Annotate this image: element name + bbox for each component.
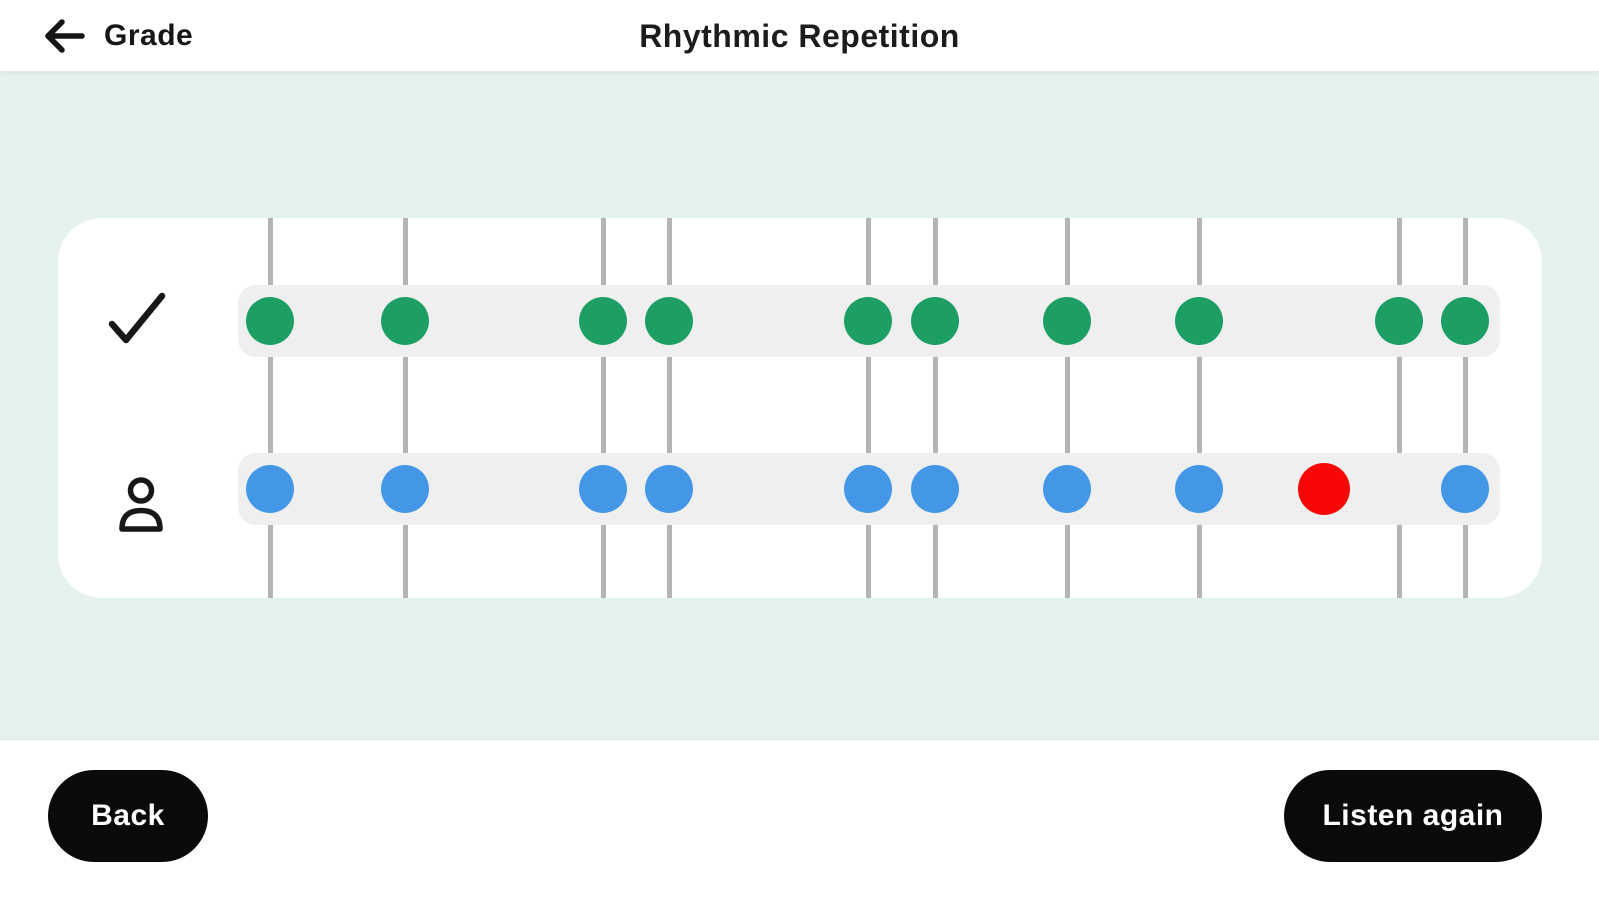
user-tap-dot [579,465,627,513]
page-title: Rhythmic Repetition [639,17,960,54]
target-beat-dot [246,297,294,345]
target-beat-dot [1043,297,1091,345]
beat-line [600,218,606,598]
beat-line [267,218,273,598]
user-tap-dot [1043,465,1091,513]
beat-line [865,218,871,598]
listen-again-button[interactable]: Listen again [1284,770,1542,862]
beat-line [666,218,672,598]
beat-line [1064,218,1070,598]
back-nav-label[interactable]: Grade [104,19,194,52]
user-tap-dot [911,465,959,513]
beat-line [1462,218,1468,598]
target-beat-dot [579,297,627,345]
header-bar: Grade Rhythmic Repetition [0,0,1599,72]
beat-line [932,218,938,598]
exercise-stage [0,72,1599,740]
back-button[interactable]: Back [48,770,208,862]
user-tap-dot [1441,465,1489,513]
target-beat-dot [1175,297,1223,345]
user-tap-dot-incorrect [1298,463,1350,515]
footer-bar: Back Listen again [0,740,1599,900]
target-beat-dot [1441,297,1489,345]
user-tap-dot [246,465,294,513]
beat-line [402,218,408,598]
beat-line [1396,218,1402,598]
back-nav[interactable]: Grade [42,0,193,72]
beat-line [1196,218,1202,598]
target-beat-dot [844,297,892,345]
user-tap-dot [645,465,693,513]
target-beat-dot [911,297,959,345]
rhythm-comparison-card [58,218,1542,598]
target-beat-dot [381,297,429,345]
user-tap-dot [844,465,892,513]
back-arrow-icon[interactable] [42,16,86,56]
target-beat-dot [645,297,693,345]
person-icon [119,477,163,532]
checkmark-icon [108,292,166,344]
user-tap-dot [1175,465,1223,513]
target-beat-dot [1375,297,1423,345]
user-tap-dot [381,465,429,513]
